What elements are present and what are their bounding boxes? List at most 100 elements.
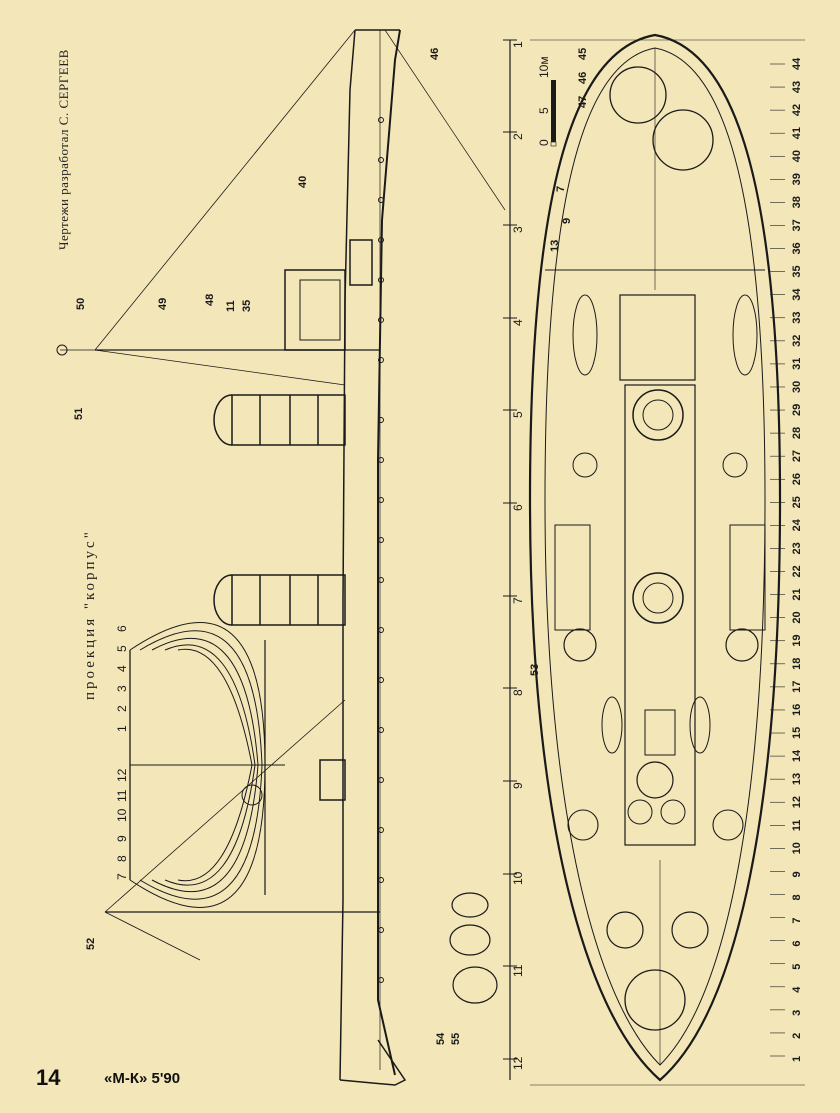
callout-label: 34: [791, 288, 803, 301]
scale-tick: 5: [537, 107, 551, 114]
callout-label: 45: [577, 48, 589, 60]
frame-label: 10: [115, 808, 129, 822]
callout-label: 46: [577, 72, 589, 84]
callout-label: 20: [791, 611, 803, 623]
page-number: 14: [36, 1065, 61, 1090]
callout-label: 39: [791, 173, 803, 185]
callout-label: 40: [791, 150, 803, 162]
callout-label: 19: [791, 634, 803, 646]
callout-label: 8: [791, 894, 803, 900]
callout-label: 3: [791, 1010, 803, 1016]
magazine-issue: «М-К» 5'90: [104, 1070, 181, 1087]
funnel-1: [213, 394, 346, 446]
station-label: 9: [511, 782, 525, 789]
body-plan: [129, 622, 285, 908]
callout-label: 46: [429, 48, 441, 60]
callout-label: 28: [791, 427, 803, 439]
callout-label: 14: [791, 749, 803, 762]
plan-left-callouts: 45 46 47 7 9 13 53: [529, 48, 589, 676]
callout-label: 35: [241, 300, 253, 312]
station-label: 10: [511, 871, 525, 885]
station-label: 1: [511, 41, 525, 48]
callout-label: 9: [561, 218, 573, 224]
station-label: 12: [511, 1056, 525, 1070]
callout-label: 6: [791, 941, 803, 947]
callout-label: 42: [791, 104, 803, 116]
callout-label: 40: [297, 176, 309, 188]
station-labels: 1 2 3 4 5 6 7 8 9 10 11 12: [511, 41, 525, 1070]
callout-label: 43: [791, 81, 803, 93]
frame-label: 4: [115, 665, 129, 672]
callout-label: 29: [791, 404, 803, 416]
station-label: 5: [511, 411, 525, 418]
callout-label: 33: [791, 312, 803, 324]
propeller-detail: [449, 892, 498, 1004]
frame-label: 3: [115, 685, 129, 692]
frame-label: 1: [115, 725, 129, 732]
callout-label: 51: [73, 408, 85, 420]
callout-label: 48: [204, 294, 216, 306]
frame-label: 12: [115, 768, 129, 782]
frame-label: 6: [115, 625, 129, 632]
profile-callouts: 46 40 50 49 48 11 35 51 52 54 55: [73, 48, 462, 1045]
station-label: 11: [511, 964, 525, 977]
callout-label: 9: [791, 871, 803, 877]
frame-numbers: 7 8 9 10 11 12 1 2 3 4 5 6: [115, 625, 129, 880]
callout-label: 47: [577, 96, 589, 108]
callout-label: 13: [791, 773, 803, 785]
scale-tick: 10м: [537, 56, 551, 78]
frame-label: 8: [115, 855, 129, 862]
callout-label: 32: [791, 335, 803, 347]
scale-tick: 0: [537, 139, 551, 146]
funnel-2: [213, 574, 346, 626]
station-label: 6: [511, 504, 525, 511]
callout-label: 44: [791, 57, 803, 70]
callout-label: 11: [791, 820, 803, 832]
callout-label: 27: [791, 450, 803, 462]
callout-label: 15: [791, 727, 803, 739]
callout-label: 35: [791, 265, 803, 277]
plan-view: [528, 33, 805, 1086]
callout-label: 18: [791, 658, 803, 670]
callout-label: 49: [157, 298, 169, 310]
frame-label: 9: [115, 835, 129, 842]
callout-label: 16: [791, 704, 803, 716]
callout-label: 26: [791, 473, 803, 485]
callout-label: 38: [791, 196, 803, 208]
station-axis: [503, 39, 517, 1080]
callout-label: 7: [555, 186, 567, 192]
plan-right-callouts: 1234567891011121314151617181920212223242…: [770, 57, 803, 1062]
callout-label: 52: [85, 938, 97, 950]
frame-label: 7: [115, 873, 129, 880]
callout-label: 12: [791, 796, 803, 808]
station-label: 8: [511, 689, 525, 696]
side-profile: [56, 29, 506, 1086]
callout-label: 11: [225, 300, 237, 312]
frame-label: 5: [115, 645, 129, 652]
callout-label: 53: [529, 664, 541, 676]
portholes: [378, 117, 384, 983]
callout-label: 5: [791, 964, 803, 970]
station-label: 2: [511, 133, 525, 140]
callout-label: 30: [791, 381, 803, 393]
frame-label: 11: [115, 789, 129, 802]
callout-label: 31: [791, 358, 803, 370]
callout-label: 21: [791, 588, 803, 600]
callout-label: 17: [791, 681, 803, 693]
callout-label: 25: [791, 496, 803, 508]
callout-label: 10: [791, 842, 803, 854]
callout-label: 13: [549, 240, 561, 252]
callout-label: 1: [791, 1056, 803, 1062]
frame-label: 2: [115, 705, 129, 712]
callout-label: 41: [791, 127, 803, 139]
station-label: 3: [511, 226, 525, 233]
callout-label: 2: [791, 1033, 803, 1039]
callout-label: 50: [75, 298, 87, 310]
callout-label: 22: [791, 565, 803, 577]
callout-label: 54: [435, 1032, 447, 1045]
callout-label: 36: [791, 242, 803, 254]
callout-label: 24: [791, 518, 803, 531]
callout-label: 4: [791, 986, 803, 993]
